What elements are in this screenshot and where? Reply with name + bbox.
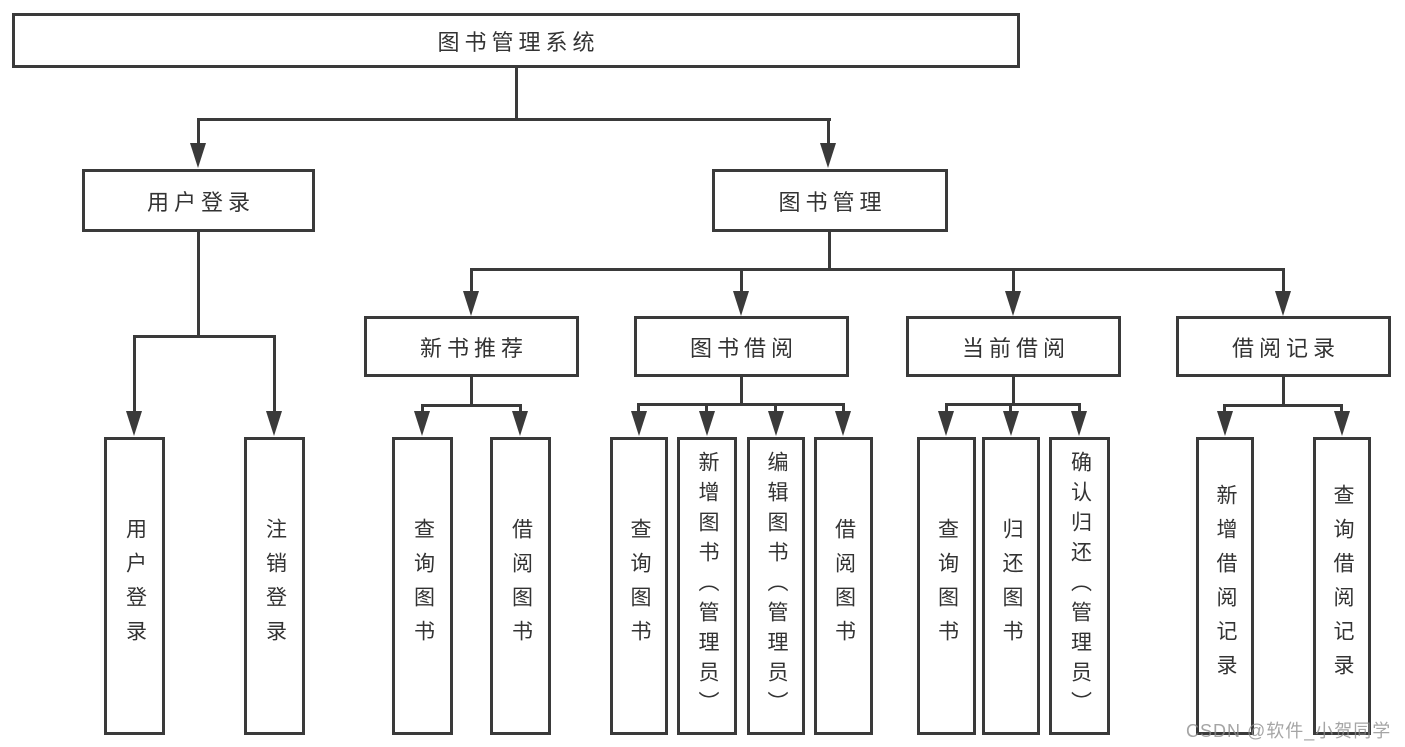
node-leaf-query-book-3: 查询图书 [917,437,976,735]
arrowhead-current-borrow-icon [1005,291,1021,316]
node-leaf-borrow-book-1: 借阅图书 [490,437,551,735]
connector-leaf-borrow-book-2-stub [842,403,845,413]
connector-leaf-return-book-stub [1009,403,1012,413]
node-leaf-logout-label: 注销登录 [263,518,287,654]
node-leaf-logout: 注销登录 [244,437,305,735]
connector-new-book-rec-stem [470,377,473,404]
node-user-login: 用户登录 [82,169,315,232]
arrowhead-leaf-logout-icon [266,411,282,436]
node-book-mgmt: 图书管理 [712,169,948,232]
connector-book-borrow-stem [740,377,743,403]
connector-current-borrow-stem [1012,377,1015,403]
node-leaf-add-record: 新增借阅记录 [1196,437,1254,735]
connector-leaf-user-login-stub [133,335,136,412]
node-leaf-query-record: 查询借阅记录 [1313,437,1371,735]
connector-book-mgmt-stem [828,232,831,268]
arrowhead-book-borrow-icon [733,291,749,316]
connector-leaf-add-book-stub [705,403,708,413]
node-current-borrow-label: 当前借阅 [961,335,1070,361]
arrowhead-leaf-borrow-book-1-icon [512,411,528,436]
node-leaf-edit-book: 编辑图书（管理员） [747,437,805,735]
connector-root-branch [197,118,831,121]
node-book-borrow: 图书借阅 [634,316,849,377]
arrowhead-book-mgmt-icon [820,143,836,168]
node-user-login-label: 用户登录 [146,189,255,215]
connector-book-mgmt-stub [827,118,830,144]
node-leaf-query-book-2: 查询图书 [610,437,668,735]
node-leaf-add-book-label: 新增图书（管理员） [696,451,719,721]
connector-leaf-query-record-stub [1340,404,1343,413]
node-root: 图书管理系统 [12,13,1020,68]
node-leaf-confirm-return-label: 确认归还（管理员） [1068,451,1092,721]
arrowhead-leaf-borrow-book-2-icon [835,411,851,436]
node-leaf-confirm-return: 确认归还（管理员） [1049,437,1110,735]
node-leaf-borrow-book-1-label: 借阅图书 [509,518,533,654]
node-leaf-edit-book-label: 编辑图书（管理员） [765,451,788,721]
node-leaf-add-record-label: 新增借阅记录 [1214,484,1237,688]
connector-borrow-records-branch [1223,404,1343,407]
node-new-book-rec-label: 新书推荐 [419,335,528,361]
connector-leaf-logout-stub [273,335,276,412]
node-borrow-records-label: 借阅记录 [1231,335,1340,361]
arrowhead-leaf-query-book-3-icon [938,411,954,436]
connector-book-borrow-branch [637,403,845,406]
node-leaf-borrow-book-2-label: 借阅图书 [832,518,856,654]
connector-leaf-confirm-return-stub [1078,403,1081,413]
connector-borrow-records-stem [1282,377,1285,404]
connector-leaf-query-book-1-stub [421,404,424,413]
arrowhead-leaf-confirm-return-icon [1071,411,1087,436]
node-leaf-add-book: 新增图书（管理员） [677,437,737,735]
connector-new-book-rec-stub [470,268,473,292]
node-leaf-query-book-3-label: 查询图书 [935,518,959,654]
arrowhead-leaf-add-book-icon [699,411,715,436]
node-book-borrow-label: 图书借阅 [689,335,798,361]
connector-user-login-stub [197,118,200,144]
node-leaf-query-record-label: 查询借阅记录 [1331,484,1354,688]
arrowhead-leaf-edit-book-icon [768,411,784,436]
node-leaf-return-book-label: 归还图书 [1000,518,1023,654]
arrowhead-borrow-records-icon [1275,291,1291,316]
node-leaf-return-book: 归还图书 [982,437,1040,735]
arrowhead-leaf-user-login-icon [126,411,142,436]
arrowhead-leaf-return-book-icon [1003,411,1019,436]
arrowhead-user-login-icon [190,143,206,168]
node-current-borrow: 当前借阅 [906,316,1121,377]
node-leaf-user-login: 用户登录 [104,437,165,735]
arrowhead-new-book-rec-icon [463,291,479,316]
connector-leaf-borrow-book-1-stub [519,404,522,413]
connector-leaf-query-book-2-stub [637,403,640,413]
connector-book-mgmt-branch [470,268,1285,271]
connector-root-stem [515,68,518,118]
connector-leaf-query-book-3-stub [945,403,948,413]
arrowhead-leaf-add-record-icon [1217,411,1233,436]
connector-borrow-records-stub [1282,268,1285,292]
node-leaf-query-book-1-label: 查询图书 [411,518,435,654]
connector-book-borrow-stub [740,268,743,292]
node-leaf-user-login-label: 用户登录 [123,518,147,654]
connector-user-login-branch [133,335,276,338]
connector-current-borrow-stub [1012,268,1015,292]
node-new-book-rec: 新书推荐 [364,316,579,377]
connector-current-borrow-branch [945,403,1081,406]
watermark: CSDN @软件_小贺同学 [1186,721,1392,741]
node-borrow-records: 借阅记录 [1176,316,1391,377]
connector-leaf-add-record-stub [1223,404,1226,413]
node-leaf-query-book-1: 查询图书 [392,437,453,735]
connector-leaf-edit-book-stub [774,403,777,413]
arrowhead-leaf-query-book-1-icon [414,411,430,436]
node-leaf-borrow-book-2: 借阅图书 [814,437,873,735]
arrowhead-leaf-query-record-icon [1334,411,1350,436]
node-root-label: 图书管理系统 [437,29,600,55]
node-book-mgmt-label: 图书管理 [778,189,887,215]
connector-new-book-rec-branch [421,404,522,407]
arrowhead-leaf-query-book-2-icon [631,411,647,436]
connector-user-login-stem [197,232,200,335]
node-leaf-query-book-2-label: 查询图书 [628,518,651,654]
